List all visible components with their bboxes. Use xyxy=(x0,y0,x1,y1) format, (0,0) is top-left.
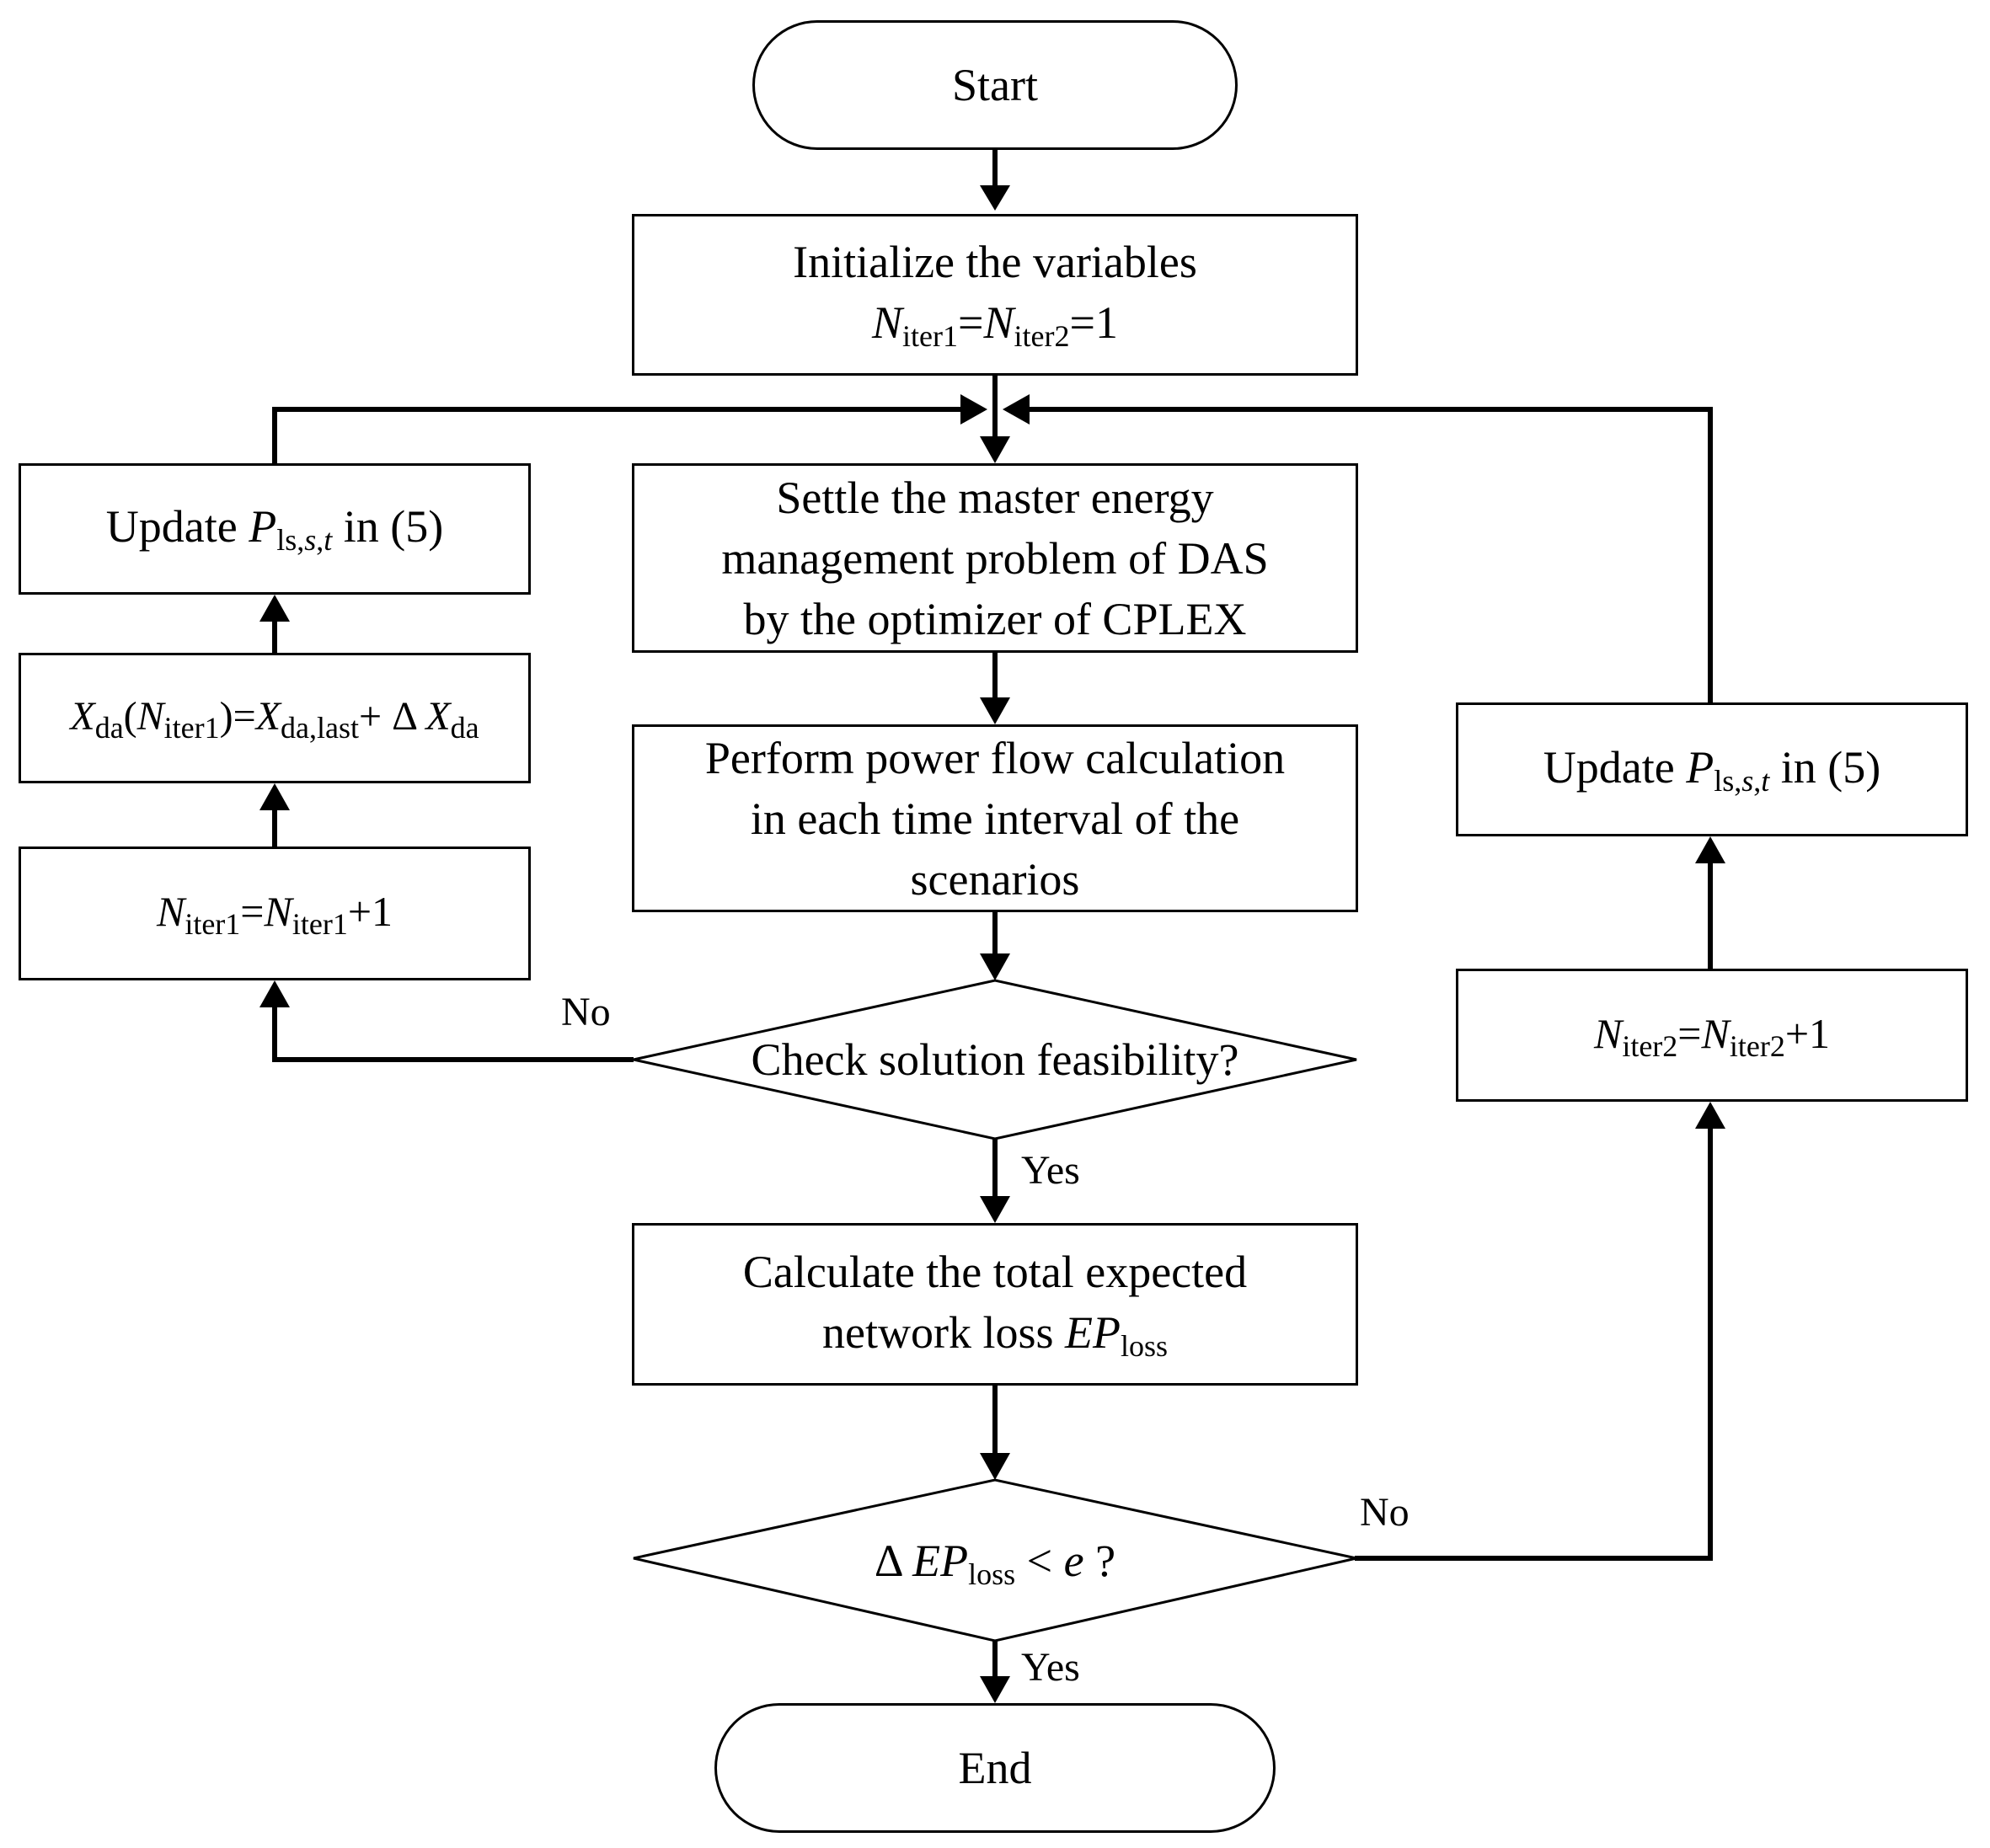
end-node: End xyxy=(714,1703,1276,1833)
calc-line2: network loss EPloss xyxy=(822,1306,1168,1363)
converge-node: Δ EPloss < e ? xyxy=(634,1480,1356,1641)
check-yes-label: Yes xyxy=(1021,1148,1080,1193)
master-line2: management problem of DAS xyxy=(721,532,1269,584)
edge-check-no xyxy=(272,998,634,1062)
edge-converge-no xyxy=(1355,1120,1713,1561)
calc-line1: Calculate the total expected xyxy=(742,1246,1248,1297)
init-line1: Initialize the variables xyxy=(793,237,1197,287)
master-line1: Settle the master energy xyxy=(776,472,1214,523)
xda-node: Xda(Niter1)=Xda,last+ Δ Xda xyxy=(19,653,531,783)
check-diamond xyxy=(633,979,1357,1140)
edge-right-loop xyxy=(1013,407,1713,702)
left-update-label: Update Pls,s,t in (5) xyxy=(105,501,444,557)
powerflow-line2: in each time interval of the xyxy=(750,793,1240,844)
start-label: Start xyxy=(952,60,1038,110)
iter2-label: Niter2=Niter2+1 xyxy=(1593,1009,1831,1063)
arrowhead xyxy=(980,185,1010,211)
init-line2: Niter1=Niter2=1 xyxy=(872,297,1118,353)
powerflow-line3: scenarios xyxy=(910,853,1080,905)
start-node: Start xyxy=(752,20,1238,150)
iter1-node: Niter1=Niter1+1 xyxy=(19,847,531,980)
init-node: Initialize the variables Niter1=Niter2=1 xyxy=(632,214,1358,376)
converge-yes-label: Yes xyxy=(1021,1645,1080,1690)
master-line3: by the optimizer of CPLEX xyxy=(743,593,1247,644)
check-node: Check solution feasibility? xyxy=(634,980,1356,1139)
end-label: End xyxy=(958,1743,1032,1793)
xda-label: Xda(Niter1)=Xda,last+ Δ Xda xyxy=(70,694,479,745)
calc-node: Calculate the total expected network los… xyxy=(632,1223,1358,1386)
master-node: Settle the master energy management prob… xyxy=(632,463,1358,653)
right-update-node: Update Pls,s,t in (5) xyxy=(1456,702,1968,836)
powerflow-node: Perform power flow calculation in each t… xyxy=(632,724,1358,912)
check-no-label: No xyxy=(561,990,611,1034)
iter1-label: Niter1=Niter1+1 xyxy=(156,888,393,941)
left-update-node: Update Pls,s,t in (5) xyxy=(19,463,531,595)
check-label: Check solution feasibility? xyxy=(751,1034,1239,1085)
converge-label: Δ EPloss < e ? xyxy=(874,1535,1116,1591)
powerflow-line1: Perform power flow calculation xyxy=(704,732,1286,783)
iter2-node: Niter2=Niter2+1 xyxy=(1456,969,1968,1102)
converge-no-label: No xyxy=(1360,1490,1410,1535)
converge-diamond xyxy=(633,1478,1357,1642)
edge-left-loop xyxy=(272,407,977,463)
right-update-label: Update Pls,s,t in (5) xyxy=(1543,741,1881,798)
